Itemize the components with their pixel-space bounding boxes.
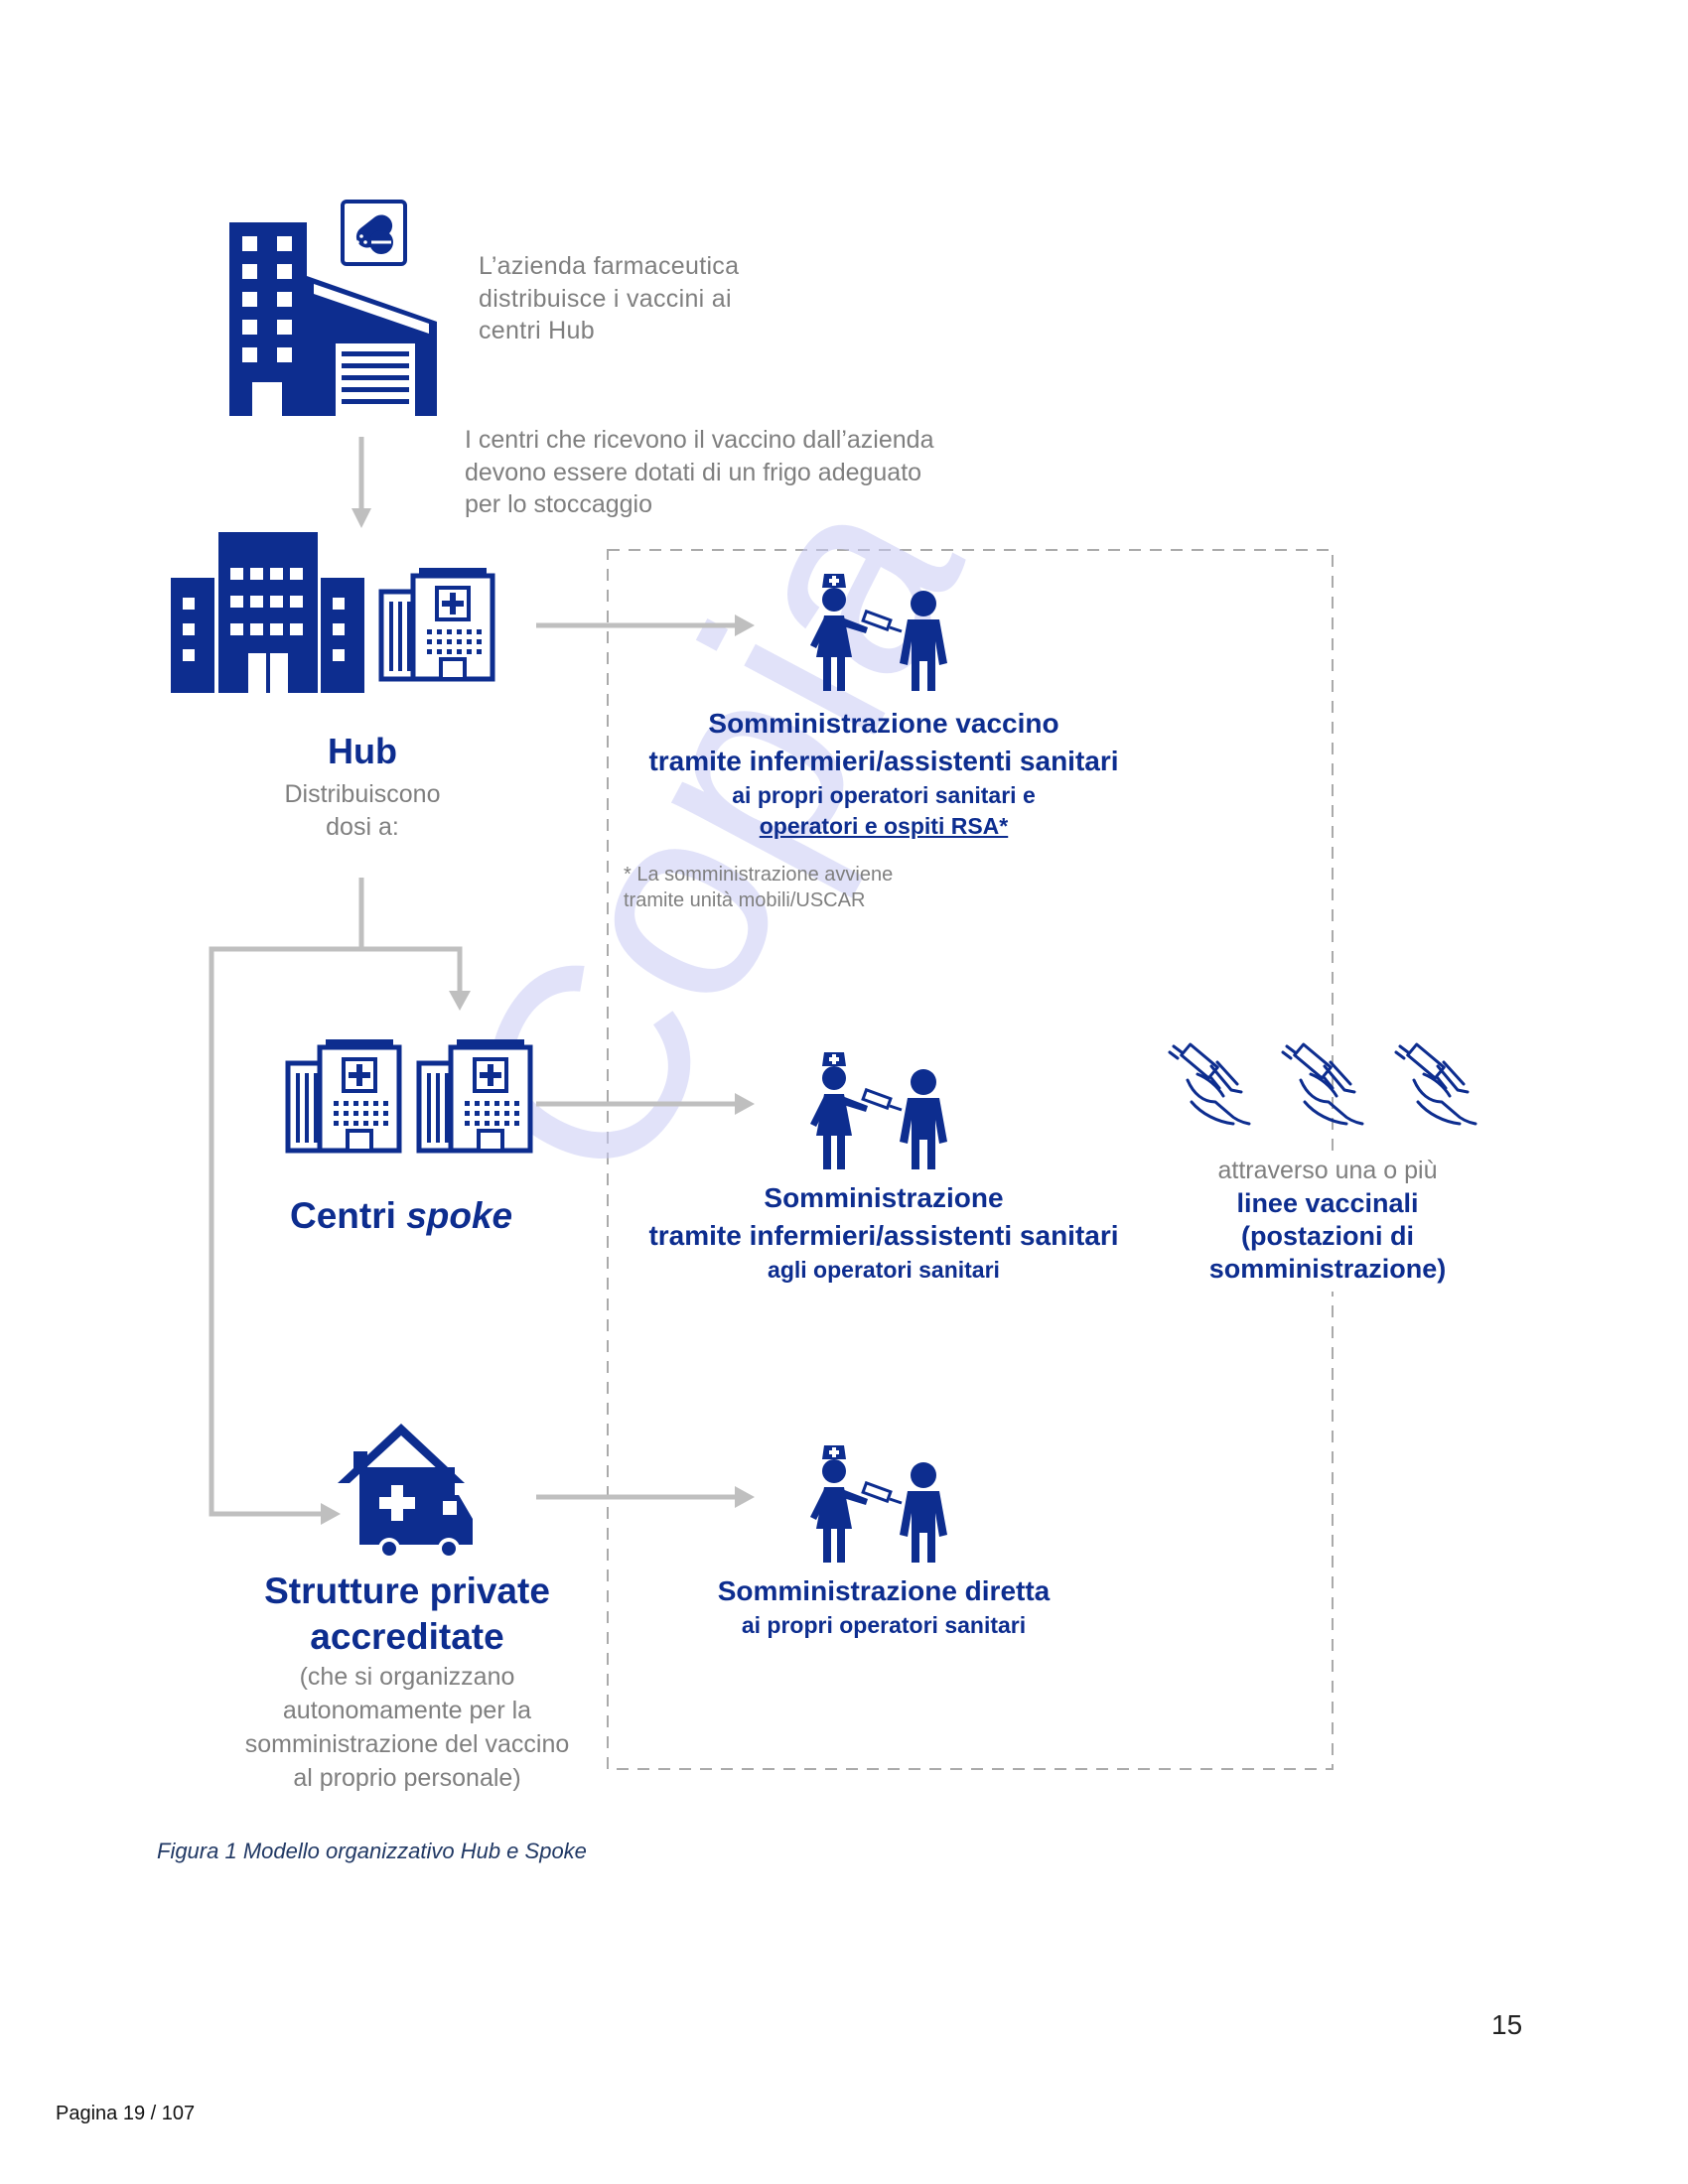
storage-requirement-text: I centri che ricevono il vaccino dall’az… — [465, 426, 934, 518]
arrowhead-down-hub — [352, 508, 371, 528]
pills-icon — [341, 200, 407, 266]
rsa-link: operatori e ospiti RSA* — [759, 813, 1009, 839]
nurse-vaccinating-icon-spoke — [808, 1050, 949, 1171]
arrowhead-right-private — [321, 1503, 341, 1525]
arrow-hub-private — [209, 878, 364, 1517]
syringe-hand-icon-2 — [1281, 1042, 1364, 1126]
hub-label: Hub Distribuiscono dosi a: — [238, 731, 487, 843]
spoke-administration-text: Somministrazione tramite infermieri/assi… — [648, 1182, 1119, 1283]
page-number: 15 — [1491, 2009, 1523, 2040]
flow-arrows — [209, 437, 737, 1517]
factory-icon — [229, 222, 437, 416]
hub-administration-text: Somministrazione vaccino tramite infermi… — [648, 708, 1119, 839]
pharma-distribution-text: L’azienda farmaceutica distribuisce i va… — [479, 252, 740, 344]
hub-title: Hub — [328, 731, 397, 771]
hospital-icon-hub — [381, 568, 492, 679]
arrowhead-right-hub-admin — [735, 614, 755, 636]
page-footer: Pagina 19 / 107 — [56, 2103, 196, 2124]
nurse-vaccinating-icon-private — [808, 1443, 949, 1565]
figure-caption: Figura 1 Modello organizzativo Hub e Spo… — [157, 1839, 587, 1863]
private-administration-text: Somministrazione diretta ai propri opera… — [717, 1575, 1051, 1638]
arrowhead-right-private-admin — [735, 1486, 755, 1508]
house-ambulance-icon — [338, 1424, 473, 1560]
hub-admin-footnote: * La somministrazione avviene tramite un… — [624, 864, 894, 911]
private-structures-desc: (che si organizzano autonomamente per la… — [244, 1663, 570, 1792]
city-buildings-icon — [171, 532, 364, 693]
syringe-hand-icon-1 — [1168, 1042, 1251, 1126]
hub-subtitle: Distribuiscono dosi a: — [284, 780, 441, 841]
arrowhead-right-spoke-admin — [735, 1093, 755, 1115]
arrow-heads — [321, 508, 755, 1525]
arrow-hub-spoke — [361, 946, 463, 993]
arrowhead-down-spoke — [449, 991, 471, 1011]
hospital-icon-spoke-1 — [288, 1039, 399, 1151]
private-structures-label: Strutture private accreditate (che si or… — [213, 1569, 601, 1795]
syringe-hand-icon-3 — [1394, 1042, 1477, 1126]
vaccination-lines-text: attraverso una o più linee vaccinali (po… — [1184, 1152, 1472, 1292]
spoke-title: Centri spoke — [290, 1195, 513, 1236]
